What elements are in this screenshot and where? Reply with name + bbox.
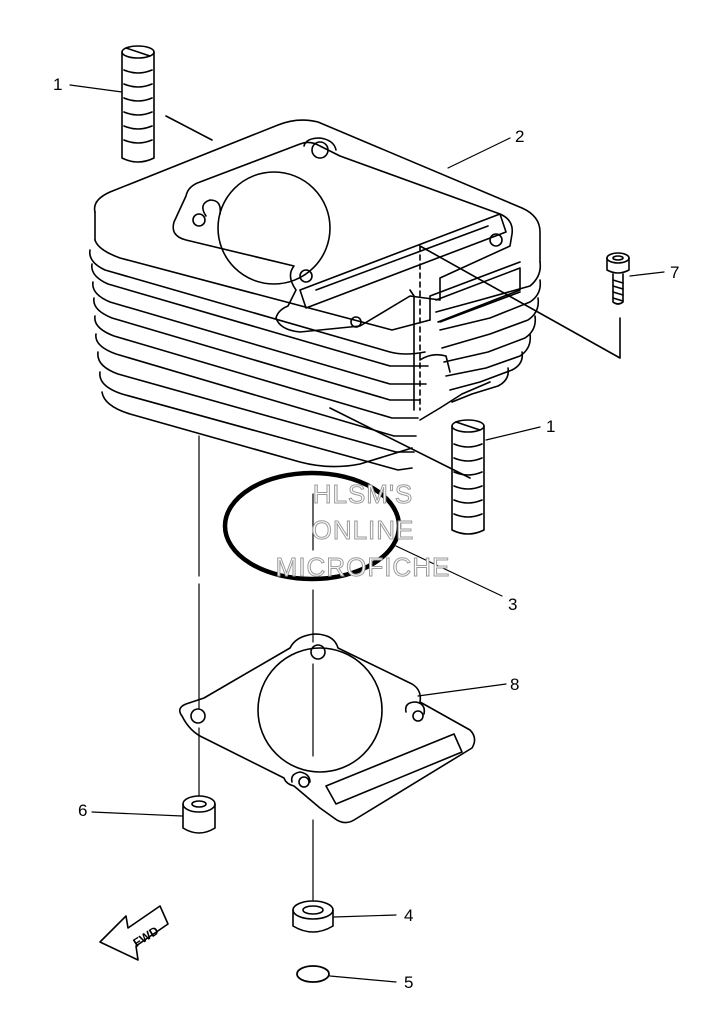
o-ring-large (222, 470, 402, 582)
callout-1-top: 1 (53, 75, 63, 94)
callout-3: 3 (508, 595, 518, 614)
collar (292, 900, 334, 933)
callout-8: 8 (510, 675, 520, 694)
watermark-line-2: ONLINE (311, 515, 415, 545)
dowel-pin-top (121, 45, 213, 163)
cylinder-block (88, 119, 621, 479)
watermark-line-1: HLSM'S (312, 479, 414, 509)
dowel-pin-right (451, 419, 485, 535)
fwd-label: FWD (131, 923, 162, 950)
dowel-bushing (182, 795, 216, 834)
bolt (606, 252, 630, 305)
leader-lines (69, 84, 665, 983)
base-gasket (178, 633, 476, 824)
callout-2: 2 (515, 127, 525, 146)
callout-7: 7 (670, 263, 680, 282)
callout-4: 4 (404, 906, 414, 925)
fwd-arrow-icon (99, 905, 169, 961)
o-ring-small (296, 965, 330, 983)
watermark-line-3: MICROFICHE (275, 552, 451, 582)
callout-5: 5 (404, 973, 414, 992)
assembly-lines (198, 435, 314, 901)
callout-6: 6 (78, 801, 88, 820)
callout-1-right: 1 (546, 417, 556, 436)
